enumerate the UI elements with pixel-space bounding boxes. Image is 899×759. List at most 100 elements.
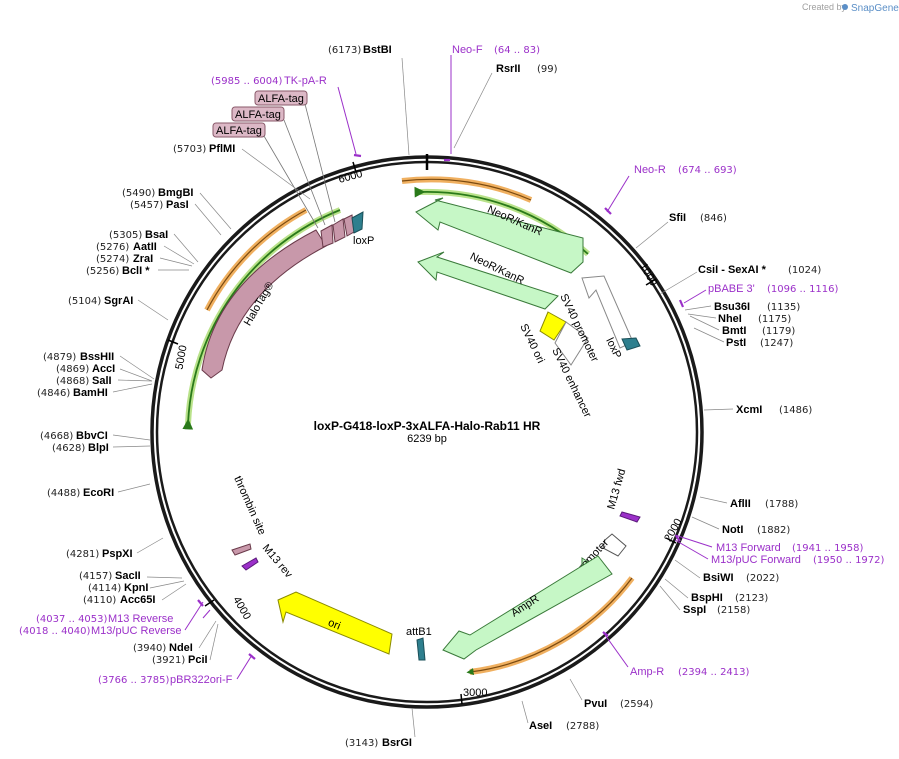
orf-halo-green — [182, 209, 341, 430]
ampr-feature[interactable] — [442, 555, 613, 660]
ampr-promoter-arrow[interactable] — [602, 533, 627, 557]
site-label[interactable]: AatII — [133, 241, 157, 253]
site-pos: (4869) — [56, 364, 89, 375]
watermark-prefix: Created by — [802, 2, 847, 12]
alfa-leader-3 — [263, 135, 319, 229]
site-label[interactable]: PspXI — [102, 548, 133, 560]
site-label[interactable]: PstI — [726, 337, 746, 349]
site-label[interactable]: BmgBI — [158, 187, 193, 199]
m13-rev-feature[interactable] — [241, 557, 259, 571]
primer-range: (1941 .. 1958) — [792, 543, 864, 554]
site-pos: (5104) — [68, 296, 101, 307]
ori-feature[interactable] — [277, 591, 393, 655]
site-label[interactable]: BssHII — [80, 351, 114, 363]
thrombin-feature[interactable] — [231, 543, 252, 556]
primer-range: (4037 .. 4053) — [36, 614, 108, 625]
alfa-label-1: ALFA-tag — [258, 93, 304, 105]
site-label[interactable]: BmtI — [722, 325, 746, 337]
thrombin-label: thrombin site — [231, 474, 268, 536]
primer-label[interactable]: pBABE 3' — [708, 283, 755, 295]
site-label[interactable]: ZraI — [133, 253, 153, 265]
site-label[interactable]: NheI — [718, 313, 742, 325]
site-pos: (1135) — [767, 302, 800, 313]
primer-range: (1950 .. 1972) — [813, 555, 885, 566]
primer-label[interactable]: pBR322ori-F — [170, 674, 233, 686]
site-label[interactable]: BsaI — [145, 229, 168, 241]
site-pos: (5490) — [122, 188, 155, 199]
tick-label: 4000 — [230, 595, 253, 622]
site-label[interactable]: BbvCI — [76, 430, 108, 442]
neo-kan-feature-1[interactable] — [415, 197, 584, 274]
watermark-brand: SnapGene — [851, 3, 899, 14]
site-label[interactable]: AflII — [730, 498, 751, 510]
site-label[interactable]: AccI — [92, 363, 115, 375]
primer-range: (4018 .. 4040) — [19, 626, 91, 637]
primer-label[interactable]: TK-pA-R — [284, 75, 327, 87]
sv40-ori-feature[interactable] — [539, 311, 567, 341]
site-label[interactable]: Acc65I — [120, 594, 155, 606]
alfa-leader-2 — [283, 119, 326, 226]
site-pos: (2123) — [735, 593, 768, 604]
primer-label[interactable]: M13 Forward — [716, 542, 781, 554]
site-pos: (1247) — [760, 338, 793, 349]
site-pos: (1175) — [758, 314, 791, 325]
site-pos: (4879) — [43, 352, 76, 363]
site-label[interactable]: SfiI — [669, 212, 686, 224]
primer-label[interactable]: Neo-R — [634, 164, 666, 176]
site-pos: (6173) — [328, 45, 361, 56]
primer-range: (64 .. 83) — [494, 45, 540, 56]
primer-label[interactable]: Amp-R — [630, 666, 664, 678]
site-pos: (5457) — [130, 200, 163, 211]
site-label[interactable]: PasI — [166, 199, 189, 211]
site-label[interactable]: BsiWI — [703, 572, 734, 584]
sv40-promoter-feature[interactable] — [581, 275, 634, 349]
site-label[interactable]: BspHI — [691, 592, 723, 604]
m13-fwd-feature[interactable] — [619, 511, 641, 523]
attb1-feature[interactable] — [416, 637, 426, 661]
site-label[interactable]: NotI — [722, 524, 743, 536]
site-pos: (5276) — [96, 242, 129, 253]
alfa-feature-1[interactable] — [320, 224, 334, 248]
site-label[interactable]: Bsu36I — [714, 301, 750, 313]
site-label[interactable]: EcoRI — [83, 487, 114, 499]
site-label[interactable]: SspI — [683, 604, 706, 616]
site-label[interactable]: SalI — [92, 375, 112, 387]
site-pos: (99) — [537, 64, 558, 75]
site-pos: (3921) — [152, 655, 185, 666]
site-pos: (4488) — [47, 488, 80, 499]
tick-label: 3000 — [463, 687, 487, 699]
site-label[interactable]: RsrII — [496, 63, 520, 75]
primer-label[interactable]: M13/pUC Forward — [711, 554, 801, 566]
site-pos: (3940) — [133, 643, 166, 654]
site-label[interactable]: BstBI — [363, 44, 392, 56]
primer-range: (2394 .. 2413) — [678, 667, 750, 678]
site-label[interactable]: PflMI — [209, 143, 235, 155]
loxp-left-feature[interactable] — [351, 211, 364, 234]
site-label[interactable]: PvuI — [584, 698, 607, 710]
site-pos: (4157) — [79, 571, 112, 582]
site-label[interactable]: BlpI — [88, 442, 109, 454]
site-label[interactable]: SgrAI — [104, 295, 133, 307]
site-label[interactable]: BamHI — [73, 387, 108, 399]
site-label[interactable]: XcmI — [736, 404, 762, 416]
site-label[interactable]: KpnI — [124, 582, 148, 594]
site-label[interactable]: NdeI — [169, 642, 193, 654]
site-pos: (2788) — [566, 721, 599, 732]
site-pos: (4668) — [40, 431, 73, 442]
alfa-feature-2[interactable] — [332, 218, 346, 243]
site-pos: (5305) — [109, 230, 142, 241]
loxp-right-feature[interactable] — [621, 337, 641, 351]
site-label[interactable]: CsiI - SexAI * — [698, 264, 767, 276]
primer-label[interactable]: M13 Reverse — [108, 613, 173, 625]
site-label[interactable]: BsrGI — [382, 737, 412, 749]
halotag-feature[interactable] — [201, 229, 327, 379]
site-label[interactable]: SacII — [115, 570, 141, 582]
neo-kan-feature-2[interactable] — [417, 251, 559, 310]
site-label[interactable]: AseI — [529, 720, 552, 732]
sv40-enhancer-feature[interactable] — [554, 321, 589, 366]
site-label[interactable]: BclI * — [122, 265, 150, 277]
primer-label[interactable]: Neo-F — [452, 44, 483, 56]
alfa-label-2: ALFA-tag — [235, 109, 281, 121]
primer-label[interactable]: M13/pUC Reverse — [91, 625, 181, 637]
site-label[interactable]: PciI — [188, 654, 208, 666]
